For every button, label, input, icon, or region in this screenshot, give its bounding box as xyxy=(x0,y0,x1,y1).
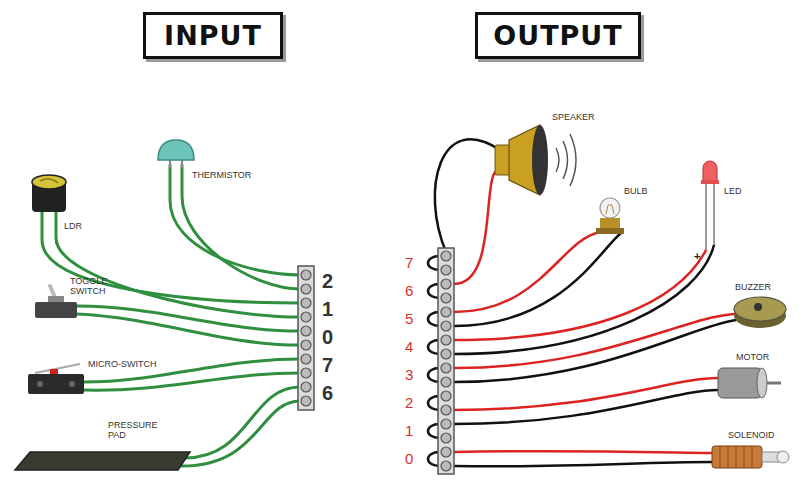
component-label: PRESSURE PAD xyxy=(108,420,160,441)
terminal-number: 0 xyxy=(322,326,333,349)
title-box: INPUT xyxy=(143,12,283,59)
polarity-mark: + xyxy=(694,250,700,263)
terminal-number: 2 xyxy=(405,394,413,411)
component-label: SPEAKER xyxy=(552,112,595,122)
terminal-number: 6 xyxy=(322,382,333,405)
terminal-number: 5 xyxy=(405,310,413,327)
terminal-number: 2 xyxy=(322,270,333,293)
component-label: MOTOR xyxy=(736,352,769,362)
component-label: MICRO-SWITCH xyxy=(88,359,157,369)
terminal-number: 4 xyxy=(405,338,413,355)
component-label: BULB xyxy=(624,186,648,196)
component-label: LED xyxy=(724,186,742,196)
component-label: LDR xyxy=(64,221,82,231)
title-text: INPUT xyxy=(164,22,262,49)
title-box: OUTPUT xyxy=(475,12,641,59)
terminal-number: 7 xyxy=(322,354,333,377)
terminal-number: 3 xyxy=(405,366,413,383)
component-label: BUZZER xyxy=(735,282,771,292)
component-label: THERMISTOR xyxy=(192,170,251,180)
title-text: OUTPUT xyxy=(493,22,622,49)
terminal-number: 0 xyxy=(405,450,413,467)
terminal-number: 1 xyxy=(405,422,413,439)
terminal-number: 7 xyxy=(405,254,413,271)
component-label: TOGGLE SWITCH xyxy=(70,276,116,297)
component-label: SOLENOID xyxy=(728,430,775,440)
terminal-number: 1 xyxy=(322,298,333,321)
terminal-number: 6 xyxy=(405,282,413,299)
